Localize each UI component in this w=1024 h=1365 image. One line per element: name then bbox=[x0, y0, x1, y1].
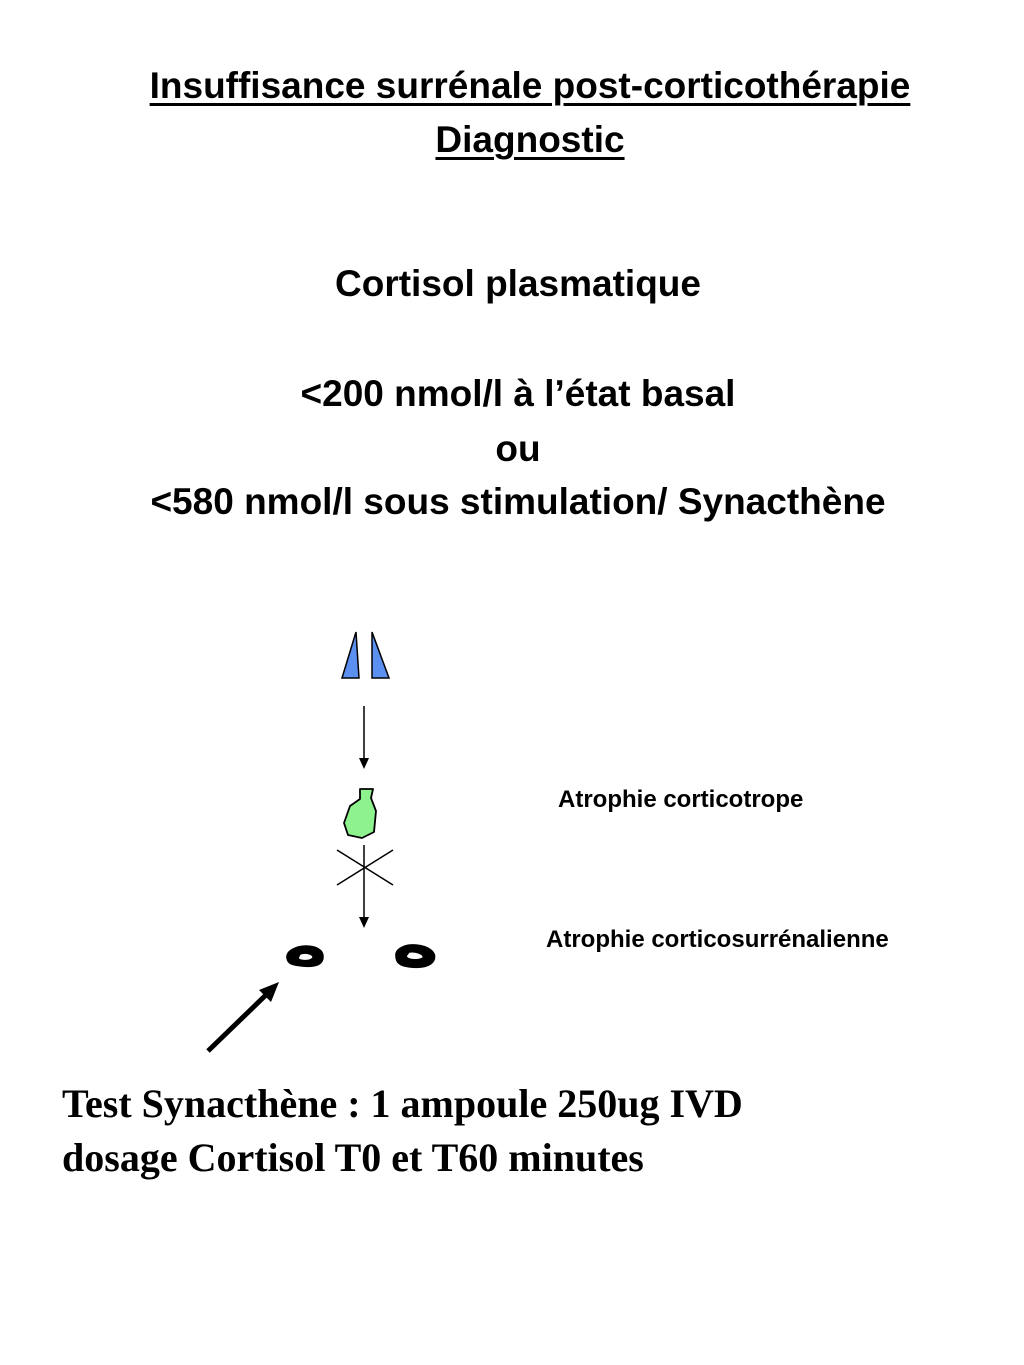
arrowhead-test bbox=[259, 982, 279, 1002]
subtitle-cortisol: Cortisol plasmatique bbox=[335, 263, 701, 304]
arrow-test-to-adrenal bbox=[206, 991, 270, 1053]
slide-title-line1: Insuffisance surrénale post-corticothéra… bbox=[149, 65, 911, 106]
pituitary-shape bbox=[343, 788, 377, 839]
hypothalamus-shape bbox=[340, 631, 391, 679]
hypothalamus-right-triangle bbox=[371, 631, 391, 679]
blocked-pathway-cross-icon bbox=[336, 845, 394, 918]
test-synacthene-line2: dosage Cortisol T0 et T60 minutes bbox=[62, 1135, 644, 1180]
hypothalamus-left-triangle bbox=[340, 631, 360, 679]
arrowhead-adrenal bbox=[359, 917, 369, 928]
criterion-stimulation: <580 nmol/l sous stimulation/ Synacthène bbox=[150, 481, 886, 522]
label-atrophie-corticosurrenalienne: Atrophie corticosurrénalienne bbox=[546, 926, 889, 953]
slide-title-line2: Diagnostic bbox=[435, 119, 625, 160]
test-synacthene-line1: Test Synacthène : 1 ampoule 250ug IVD bbox=[62, 1081, 743, 1126]
label-atrophie-corticotrope: Atrophie corticotrope bbox=[558, 786, 804, 813]
criterion-or: ou bbox=[495, 428, 541, 469]
adrenal-right-shape bbox=[395, 944, 436, 969]
criterion-basal: <200 nmol/l à l’état basal bbox=[300, 373, 736, 414]
adrenal-left-shape bbox=[286, 945, 324, 968]
arrowhead-pituitary bbox=[359, 758, 369, 769]
